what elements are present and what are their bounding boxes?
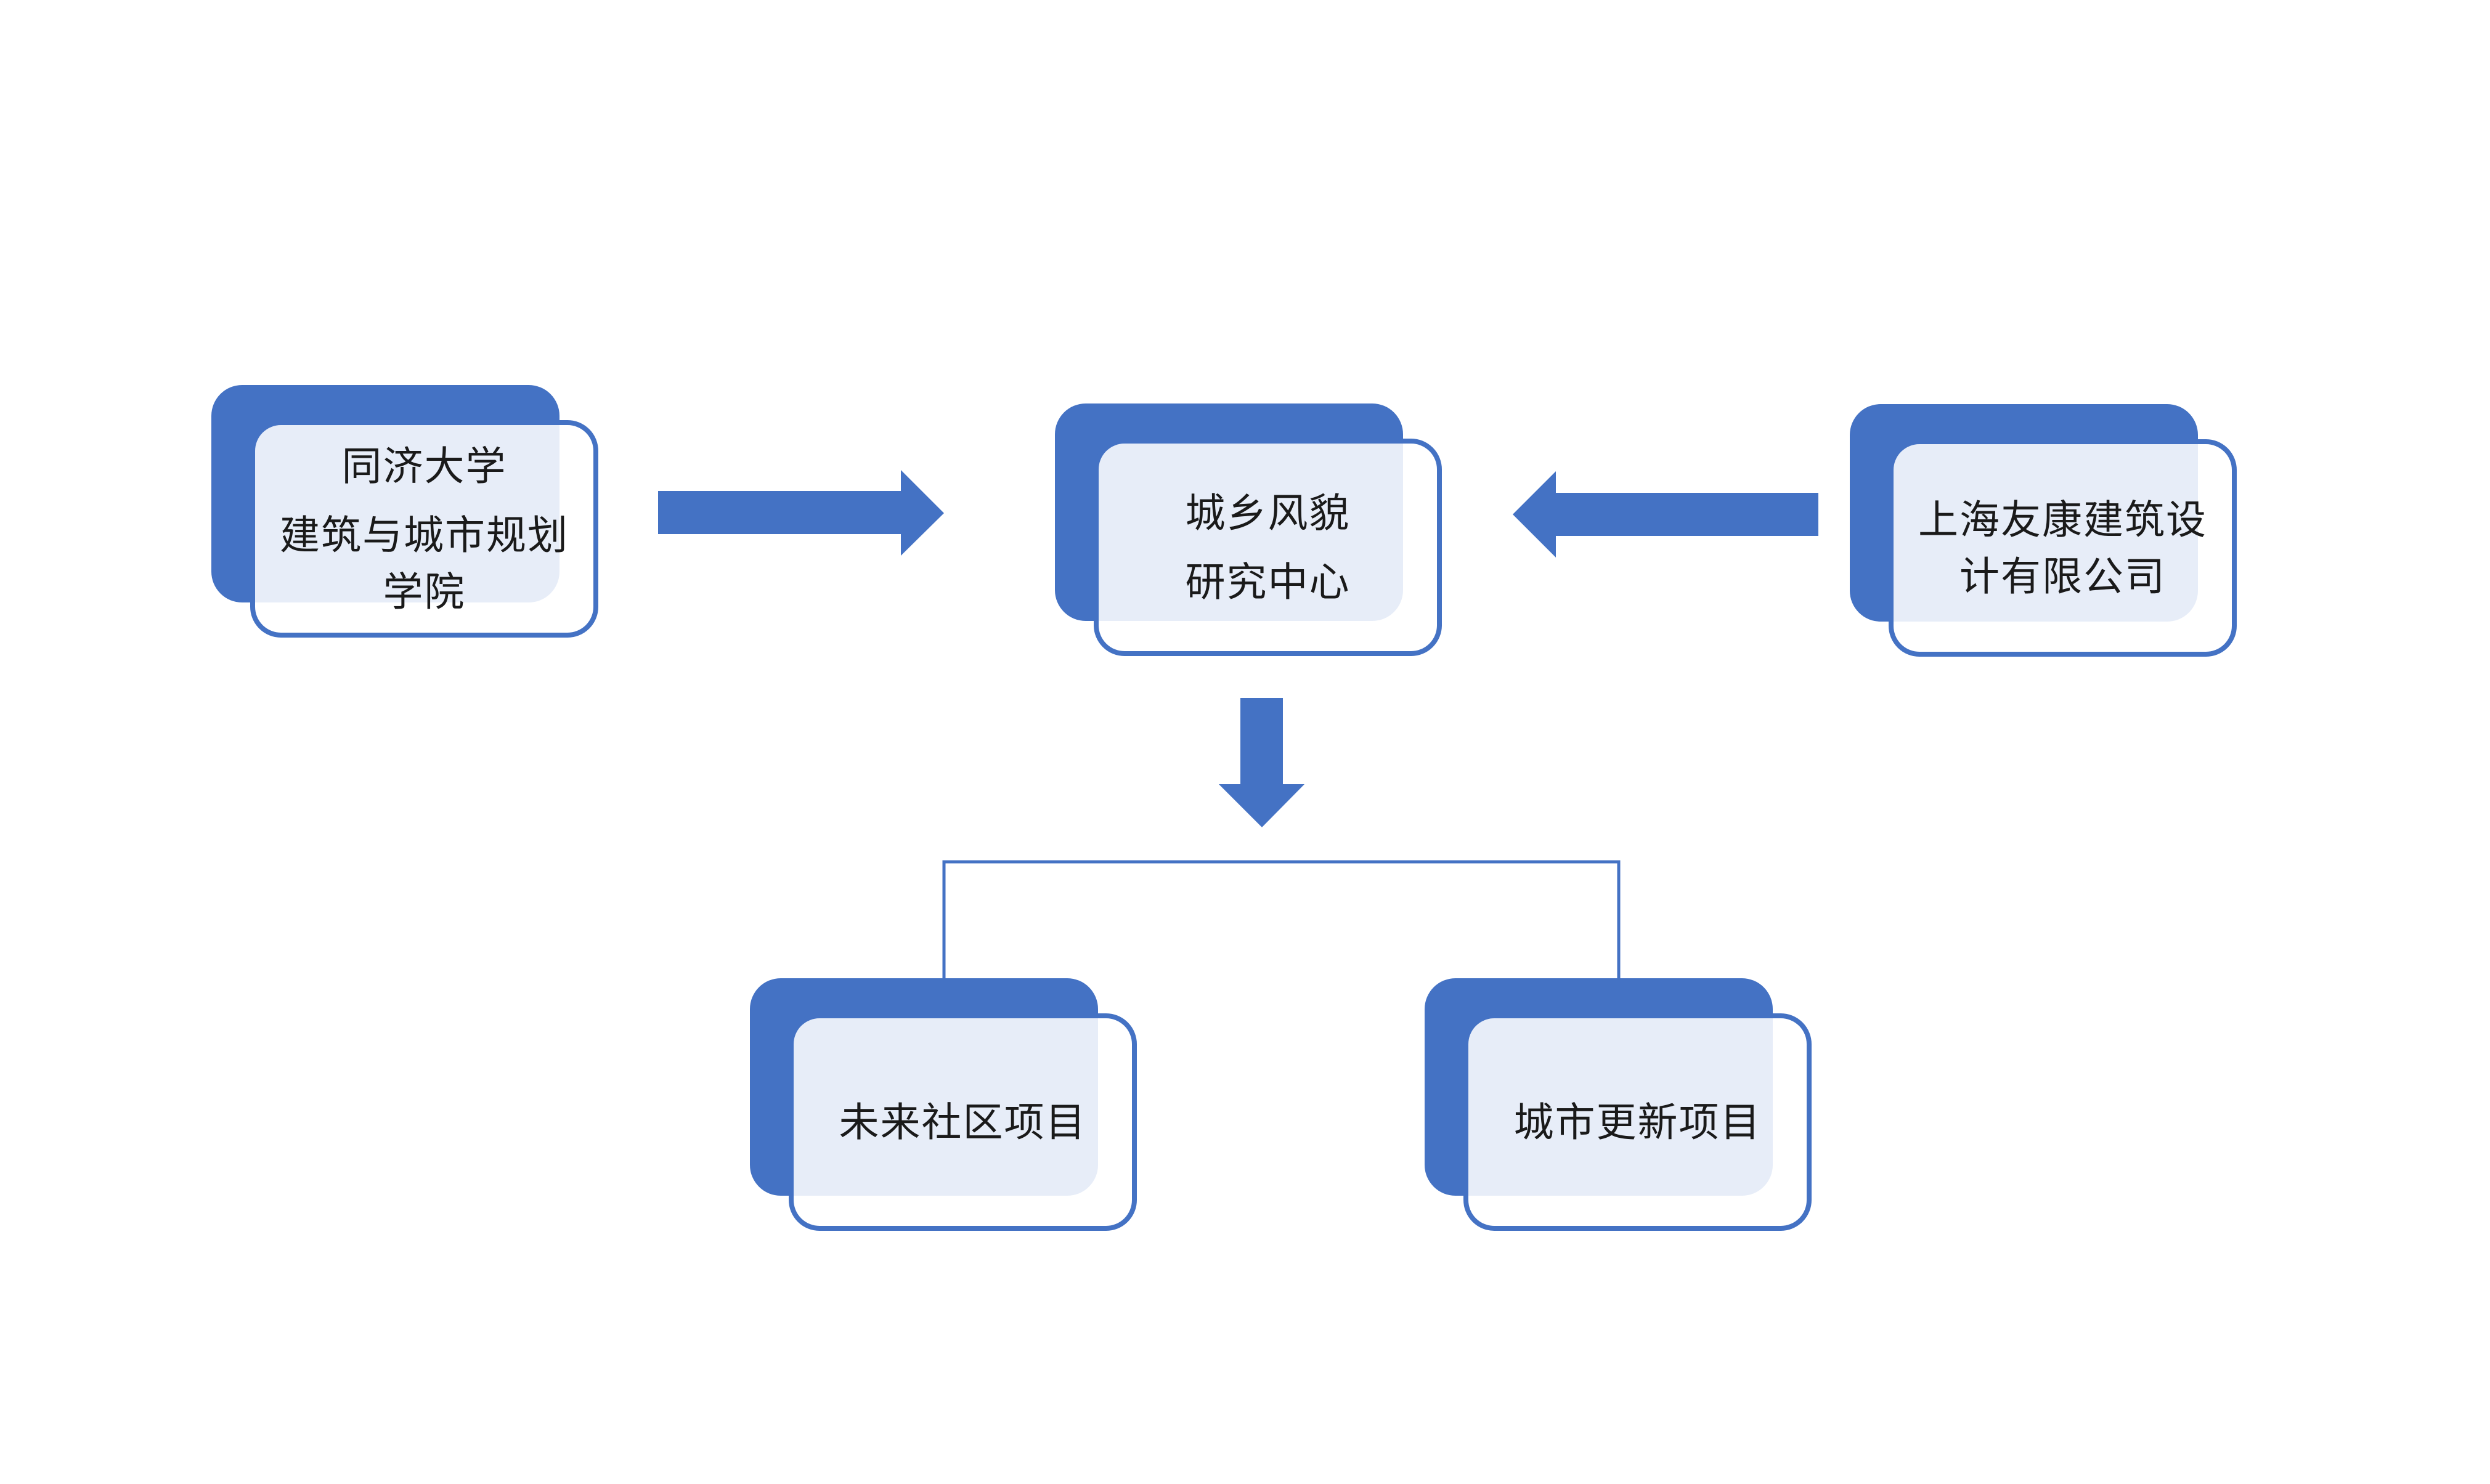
node-card-urban-renewal[interactable]: 城市更新项目 (1463, 1013, 1812, 1231)
node-text-line: 城乡风貌 (1185, 490, 1351, 535)
node-text-line: 研究中心 (1185, 559, 1351, 604)
arrow-right-icon[interactable] (658, 470, 944, 556)
node-text-line: 建筑与城市规划 (279, 512, 569, 558)
node-urban-renewal-project: 城市更新项目 (1425, 978, 1812, 1231)
node-tongji-university: 同济大学 建筑与城市规划 学院 (211, 385, 598, 638)
node-text-line: 同济大学 (341, 443, 507, 489)
node-card-youkang[interactable]: 上海友康建筑设 计有限公司 (1889, 439, 2237, 657)
node-text-line: 学院 (383, 569, 466, 614)
node-text-line: 上海友康建筑设 (1918, 497, 2207, 542)
node-card-research-center[interactable]: 城乡风貌 研究中心 (1094, 439, 1442, 656)
node-research-center: 城乡风貌 研究中心 (1055, 403, 1442, 656)
node-future-community-project: 未来社区项目 (750, 978, 1137, 1231)
arrow-left-icon[interactable] (1513, 471, 1818, 558)
elbow-connector[interactable] (942, 860, 1621, 980)
node-card-future-community[interactable]: 未来社区项目 (789, 1013, 1137, 1231)
node-text-line: 城市更新项目 (1513, 1099, 1762, 1145)
node-text-line: 未来社区项目 (839, 1099, 1087, 1145)
node-card-tongji[interactable]: 同济大学 建筑与城市规划 学院 (250, 420, 598, 638)
node-text-line: 计有限公司 (1959, 553, 2166, 599)
node-youkang-company: 上海友康建筑设 计有限公司 (1850, 404, 2237, 657)
arrow-down-icon[interactable] (1219, 698, 1304, 827)
